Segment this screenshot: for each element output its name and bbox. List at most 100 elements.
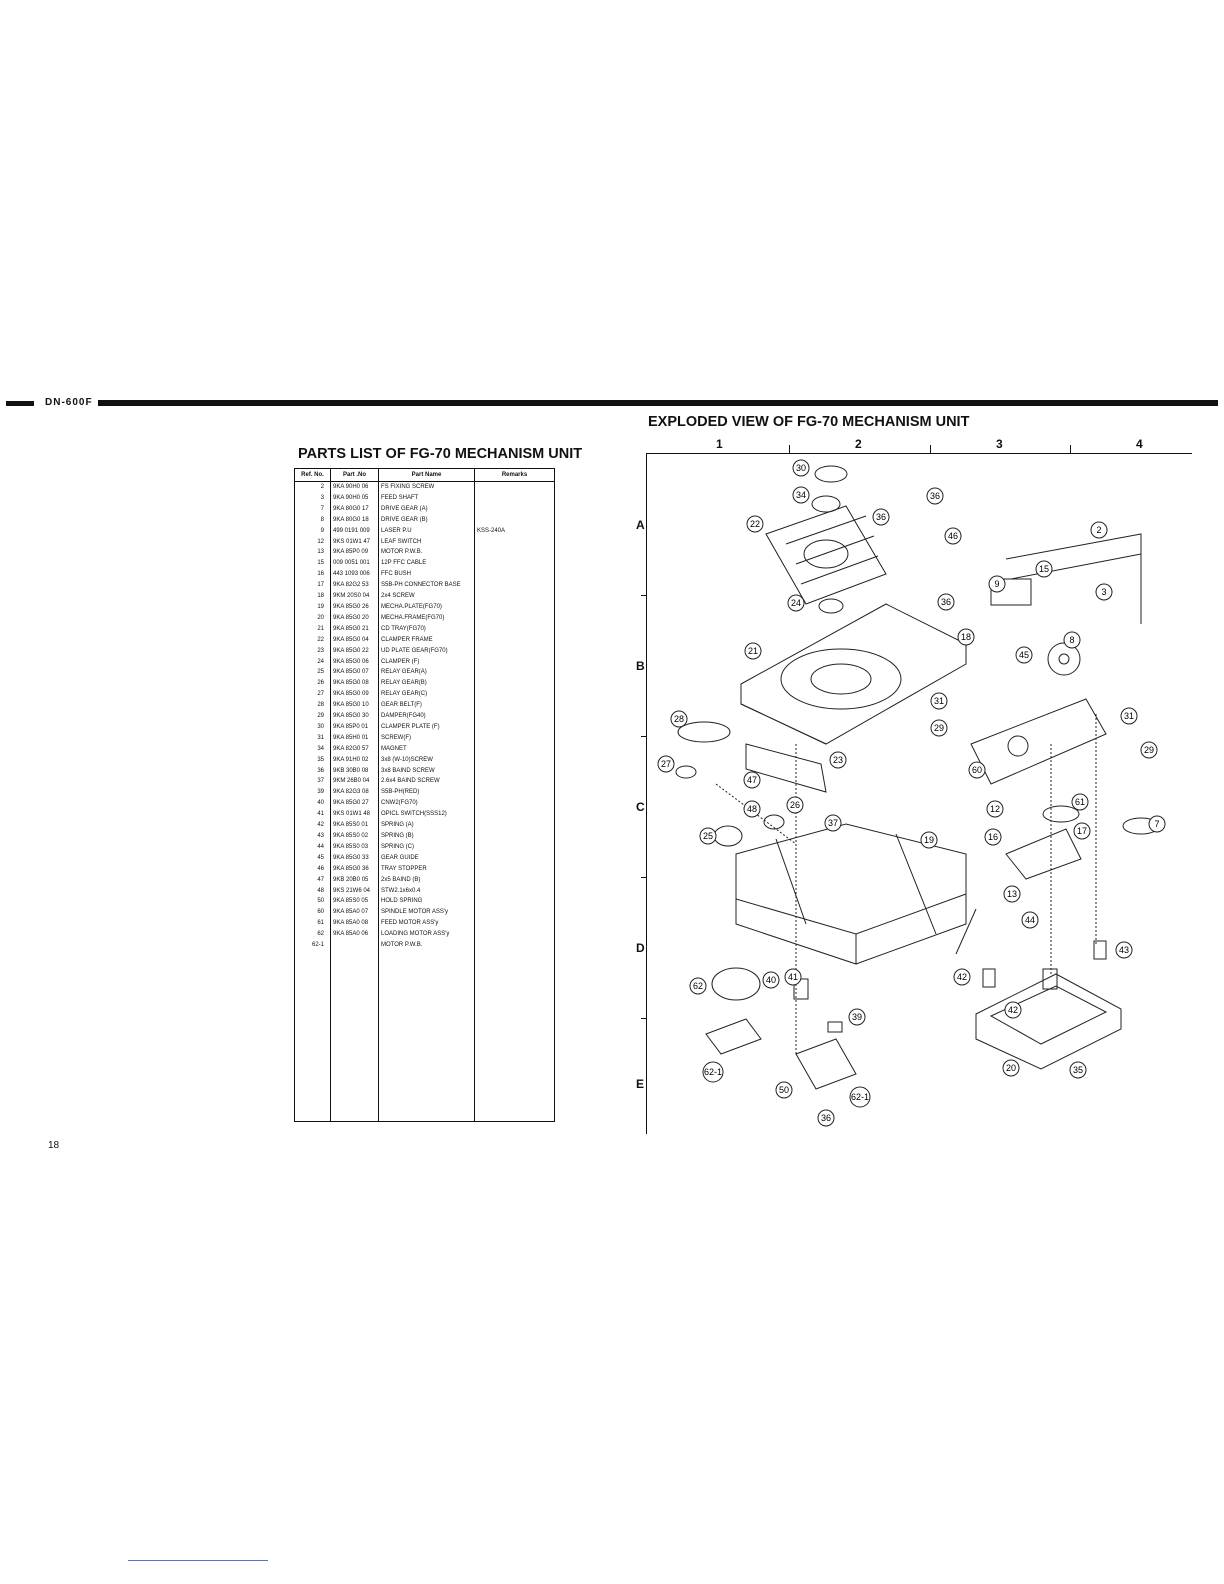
callout-circle <box>1035 560 1053 578</box>
part-no-cell: 9KA 85G0 27 <box>330 798 379 810</box>
grid-col-3: 3 <box>996 437 1003 451</box>
callout-20: 20 <box>1002 1059 1020 1077</box>
callout-circle <box>968 761 986 779</box>
part-name-cell: CLAMPER (F) <box>378 656 475 668</box>
callout-circle <box>702 1061 724 1083</box>
callout-36: 36 <box>817 1109 835 1127</box>
grid-row-a: A <box>636 518 645 532</box>
part-name-cell: DRIVE GEAR (A) <box>378 503 475 515</box>
callout-27: 27 <box>657 755 675 773</box>
callout-label: 7 <box>1154 819 1159 829</box>
part-no-cell: 9KA 82G0 57 <box>330 743 379 755</box>
callout-label: 34 <box>796 490 806 500</box>
mecha-frame-shape <box>975 973 1122 1070</box>
callout-19: 19 <box>920 831 938 849</box>
ref-cell: 34 <box>294 743 331 755</box>
ref-cell: 29 <box>294 711 331 722</box>
grid-col-1: 1 <box>716 437 723 451</box>
callout-label: 43 <box>1119 945 1129 955</box>
callout-label: 44 <box>1025 915 1035 925</box>
part-no-cell: 9KA 85A0 08 <box>330 918 379 930</box>
part-no-cell: 9KS 01W1 47 <box>330 536 379 548</box>
table-filler-row <box>294 950 555 1122</box>
callout-circle <box>784 968 802 986</box>
remarks-cell <box>474 809 555 821</box>
callout-22: 22 <box>746 515 764 533</box>
callout-label: 22 <box>750 519 760 529</box>
callout-37: 37 <box>824 814 842 832</box>
grid-tick <box>641 736 646 737</box>
callout-circle <box>1069 1061 1087 1079</box>
part-name-cell: GEAR GUIDE <box>378 852 475 864</box>
callout-circle <box>817 1109 835 1127</box>
callout-label: 47 <box>747 775 757 785</box>
callout-circle <box>775 1081 793 1099</box>
empty-cell <box>474 950 555 1122</box>
callout-36: 36 <box>926 487 944 505</box>
callout-circle <box>1115 941 1133 959</box>
part-name-cell: 12P FFC CABLE <box>378 558 475 570</box>
remarks-cell <box>474 754 555 766</box>
part-no-cell: 9KA 82G2 53 <box>330 580 379 592</box>
part-no-cell: 9KS 01W1 48 <box>330 809 379 821</box>
part-name-cell: S5B-PH(RED) <box>378 787 475 799</box>
remarks-cell: KSS-240A <box>474 525 555 537</box>
ref-cell: 40 <box>294 798 331 810</box>
callout-24: 24 <box>787 594 805 612</box>
callout-circle <box>984 828 1002 846</box>
callout-label: 36 <box>941 597 951 607</box>
callout-12: 12 <box>986 800 1004 818</box>
callout-62-1: 62-1 <box>849 1086 871 1108</box>
col-header-part-no: Part .No <box>330 468 379 482</box>
callout-circle <box>957 628 975 646</box>
ref-cell: 2 <box>294 481 331 493</box>
remarks-cell <box>474 580 555 592</box>
ref-cell: 39 <box>294 787 331 799</box>
callout-circle <box>1063 631 1081 649</box>
callout-23: 23 <box>829 751 847 769</box>
part-no-cell: 009 0051 001 <box>330 558 379 570</box>
parts-list-title: PARTS LIST OF FG-70 MECHANISM UNIT <box>298 446 583 462</box>
clamper-frame-shape <box>765 505 887 605</box>
ref-cell: 62-1 <box>294 940 331 951</box>
callout-35: 35 <box>1069 1061 1087 1079</box>
callout-40: 40 <box>762 971 780 989</box>
callout-circle <box>743 771 761 789</box>
ref-cell: 22 <box>294 634 331 646</box>
grid-row-b: B <box>636 659 645 673</box>
ref-cell: 7 <box>294 503 331 515</box>
callout-label: 39 <box>852 1012 862 1022</box>
remarks-cell <box>474 874 555 886</box>
remarks-cell <box>474 492 555 504</box>
part-no-cell: 9KA 85G0 09 <box>330 689 379 701</box>
ref-cell: 61 <box>294 918 331 930</box>
remarks-cell <box>474 678 555 690</box>
col-header-part-name: Part Name <box>378 468 475 482</box>
callout-28: 28 <box>670 710 688 728</box>
callout-label: 46 <box>948 531 958 541</box>
remarks-cell <box>474 776 555 788</box>
part-no-cell: 9KA 91H0 02 <box>330 754 379 766</box>
remarks-cell <box>474 569 555 581</box>
ref-cell: 60 <box>294 907 331 919</box>
remarks-cell <box>474 831 555 842</box>
callout-label: 16 <box>988 832 998 842</box>
part-name-cell: CNW2(FG70) <box>378 798 475 810</box>
callout-circle <box>824 814 842 832</box>
page-number: 18 <box>48 1140 60 1151</box>
part-no-cell <box>330 940 379 951</box>
callout-circle <box>986 800 1004 818</box>
clamper-frame-ring <box>803 539 849 569</box>
